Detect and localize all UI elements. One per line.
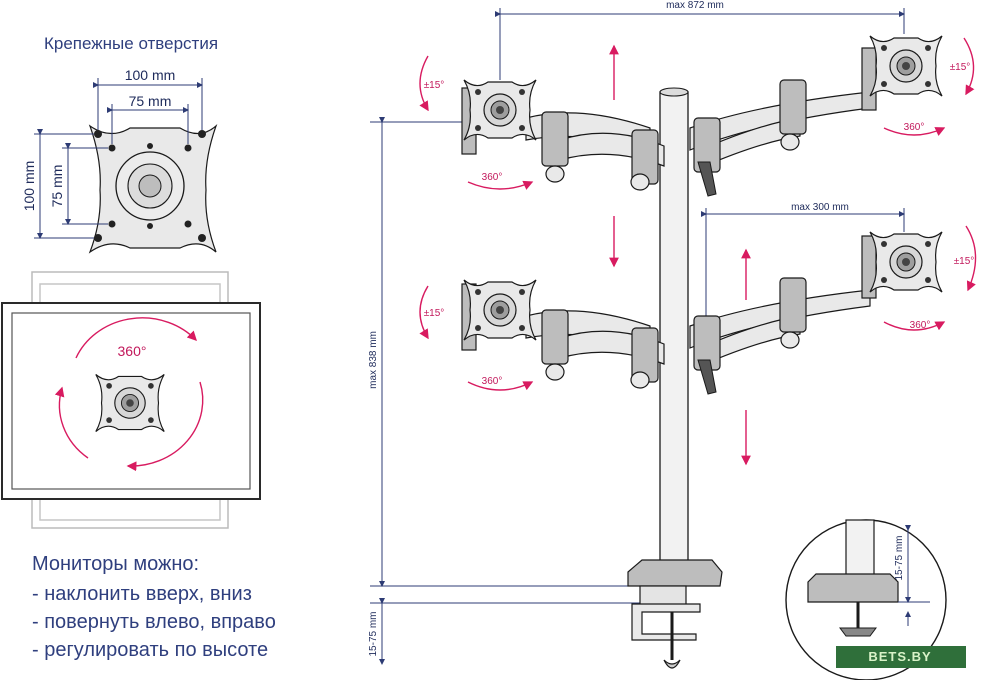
feature-item: - повернуть влево, вправо — [32, 611, 276, 633]
desk-clamp — [627, 559, 723, 669]
swivel-label-upper-left: 360° — [482, 172, 503, 183]
dim-v75: 75 mm — [49, 165, 65, 208]
dim-h75: 75 mm — [129, 93, 172, 109]
monitor-plate-lower-left — [463, 279, 537, 341]
rotation-arrow-icon — [54, 317, 204, 472]
lower-right-arm — [689, 235, 877, 395]
dim-max-height: max 838 mm — [368, 331, 379, 389]
lower-left-arm — [461, 283, 665, 389]
vesa-plate-small-icon — [95, 373, 165, 433]
dim-max-arm: max 300 mm — [791, 202, 849, 213]
monitor-plate-lower-right — [869, 231, 943, 293]
tilt-label-upper-right: ±15° — [950, 62, 971, 73]
feature-item: - регулировать по высоте — [32, 639, 268, 661]
tilt-label-lower-left: ±15° — [424, 308, 445, 319]
swivel-label-lower-left: 360° — [482, 376, 503, 387]
features-heading: Мониторы можно: — [32, 553, 199, 575]
watermark: BETS.BY — [868, 649, 932, 664]
tilt-label-lower-right: ±15° — [954, 256, 975, 267]
tilt-label-upper-left: ±15° — [424, 80, 445, 91]
upper-right-arm — [689, 47, 877, 197]
dim-max-width: max 872 mm — [666, 0, 724, 11]
dim-v100: 100 mm — [21, 161, 37, 212]
monitor-rotation-label: 360° — [118, 343, 147, 359]
swivel-label-upper-right: 360° — [904, 122, 925, 133]
monitor-plate-upper-left — [463, 79, 537, 141]
swivel-label-lower-right: 360° — [910, 320, 931, 331]
mount-holes-title: Крепежные отверстия — [44, 34, 218, 53]
vesa-plate-icon — [88, 124, 218, 254]
monitor-plate-upper-right — [869, 35, 943, 97]
rotation-arrow-icon — [419, 37, 977, 391]
feature-item: - наклонить вверх, вниз — [32, 583, 252, 605]
watermark-band — [836, 646, 966, 668]
dim-clamp-left: 15-75 mm — [368, 611, 379, 656]
dim-h100: 100 mm — [125, 67, 176, 83]
dim-clamp-detail: 15-75 mm — [894, 535, 905, 580]
